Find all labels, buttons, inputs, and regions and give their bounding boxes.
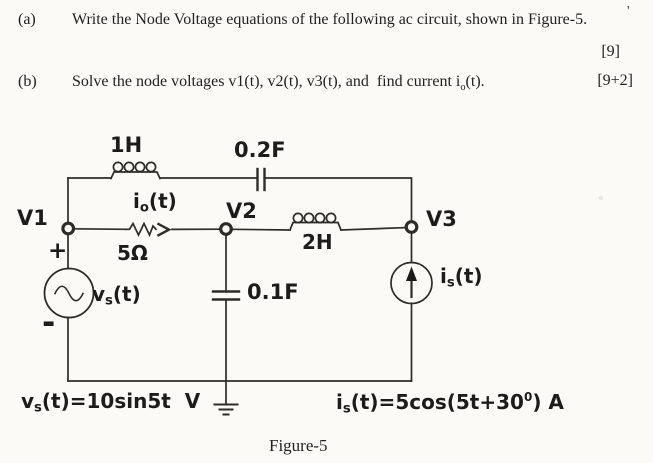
is-source-label: is(t) (440, 264, 483, 291)
io-current-label: io(t) (133, 189, 177, 216)
question-b-text-after: (t). (465, 73, 485, 90)
node-v2-terminal (219, 222, 233, 236)
question-b-label: (b) (18, 73, 37, 90)
inductor-1h-label: 1H (110, 133, 143, 157)
stray-pen-mark: ' (627, 4, 630, 19)
question-b-marks: [9+2] (597, 72, 633, 89)
node-v1-label: V1 (17, 206, 48, 230)
node-v2-label: V2 (226, 199, 257, 223)
node-v3-label: V3 (426, 207, 457, 231)
ground-icon (213, 380, 239, 416)
question-a-text: Write the Node Voltage equations of the … (72, 11, 588, 28)
wire-v1-to-resistor (72, 227, 127, 231)
capacitor-0.2f-label: 0.2F (234, 138, 286, 162)
inductor-1h-icon (109, 161, 162, 180)
current-direction-arrow-icon (156, 222, 172, 237)
voltage-source-icon (43, 267, 95, 319)
question-b-io-subscript: o (460, 82, 466, 94)
inductor-2h-icon (288, 212, 343, 232)
vs-equation: vs(t)=10sin5t V (21, 389, 201, 416)
is-equation: is(t)=5cos(5t+300) A (336, 389, 564, 417)
scan-speckle (598, 195, 604, 201)
question-a-label: (a) (18, 11, 36, 28)
question-b-text: Solve the node voltages v1(t), v2(t), v3… (72, 73, 485, 93)
resistor-5ohm-label: 5Ω (117, 241, 148, 265)
node-v3-terminal (404, 220, 419, 234)
question-a-marks: [9] (601, 43, 620, 60)
node-v1-terminal (61, 221, 76, 236)
polarity-plus-sign: + (48, 238, 68, 264)
current-source-icon (390, 261, 433, 305)
polarity-minus-sign: - (42, 303, 56, 341)
capacitor-0.1f-label: 0.1F (247, 280, 299, 304)
capacitor-0.2f-icon (256, 167, 266, 192)
figure-caption: Figure-5 (269, 436, 328, 455)
wire-v2-to-inductor (230, 228, 291, 231)
inductor-2h-label: 2H (302, 230, 333, 254)
resistor-5ohm-icon (125, 221, 158, 238)
vs-source-label: vs(t) (92, 282, 141, 309)
question-b-text-before: Solve the node voltages v1(t), v2(t), v3… (72, 73, 461, 90)
wire-top-right (263, 177, 413, 223)
wire-inductor-to-v3 (340, 226, 408, 231)
capacitor-0.1f-icon (211, 290, 241, 301)
